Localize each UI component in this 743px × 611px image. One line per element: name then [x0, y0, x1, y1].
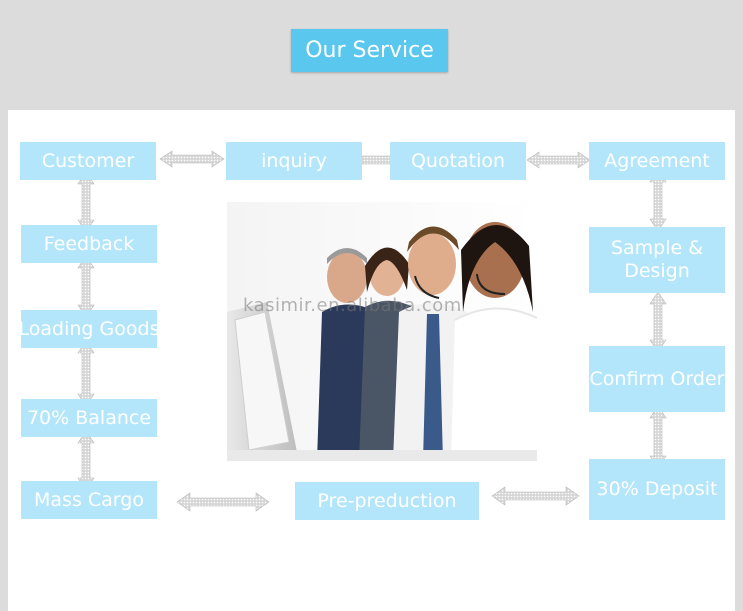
arrow-feedback-loading [77, 255, 95, 318]
arrow-customer-feedback [77, 171, 95, 233]
step-agreement: Agreement [589, 142, 725, 180]
step-loading-goods: Loading Goods [21, 310, 157, 348]
watermark: kasimir.en.alibaba.com [243, 295, 462, 316]
arrow-mass-preproduction [176, 492, 270, 512]
step-mass-cargo: Mass Cargo [21, 481, 157, 519]
arrow-sample-confirm [649, 291, 667, 353]
step-feedback: Feedback [21, 225, 157, 263]
step-pre-production: Pre-preduction [295, 482, 479, 520]
arrow-customer-inquiry [159, 150, 225, 168]
our-service-title: Our Service [291, 29, 448, 72]
step-quotation: Quotation [390, 142, 526, 180]
step-inquiry: inquiry [226, 142, 362, 180]
team-photo [227, 202, 537, 461]
arrow-preproduction-deposit [491, 486, 580, 506]
arrow-quotation-agreement [526, 151, 591, 169]
step-balance: 70% Balance [21, 399, 157, 437]
arrow-loading-balance [77, 340, 95, 407]
step-deposit: 30% Deposit [589, 459, 725, 520]
step-sample-design: Sample & Design [589, 227, 725, 293]
step-confirm-order: Confirm Order [589, 346, 725, 412]
step-customer: Customer [20, 142, 156, 180]
